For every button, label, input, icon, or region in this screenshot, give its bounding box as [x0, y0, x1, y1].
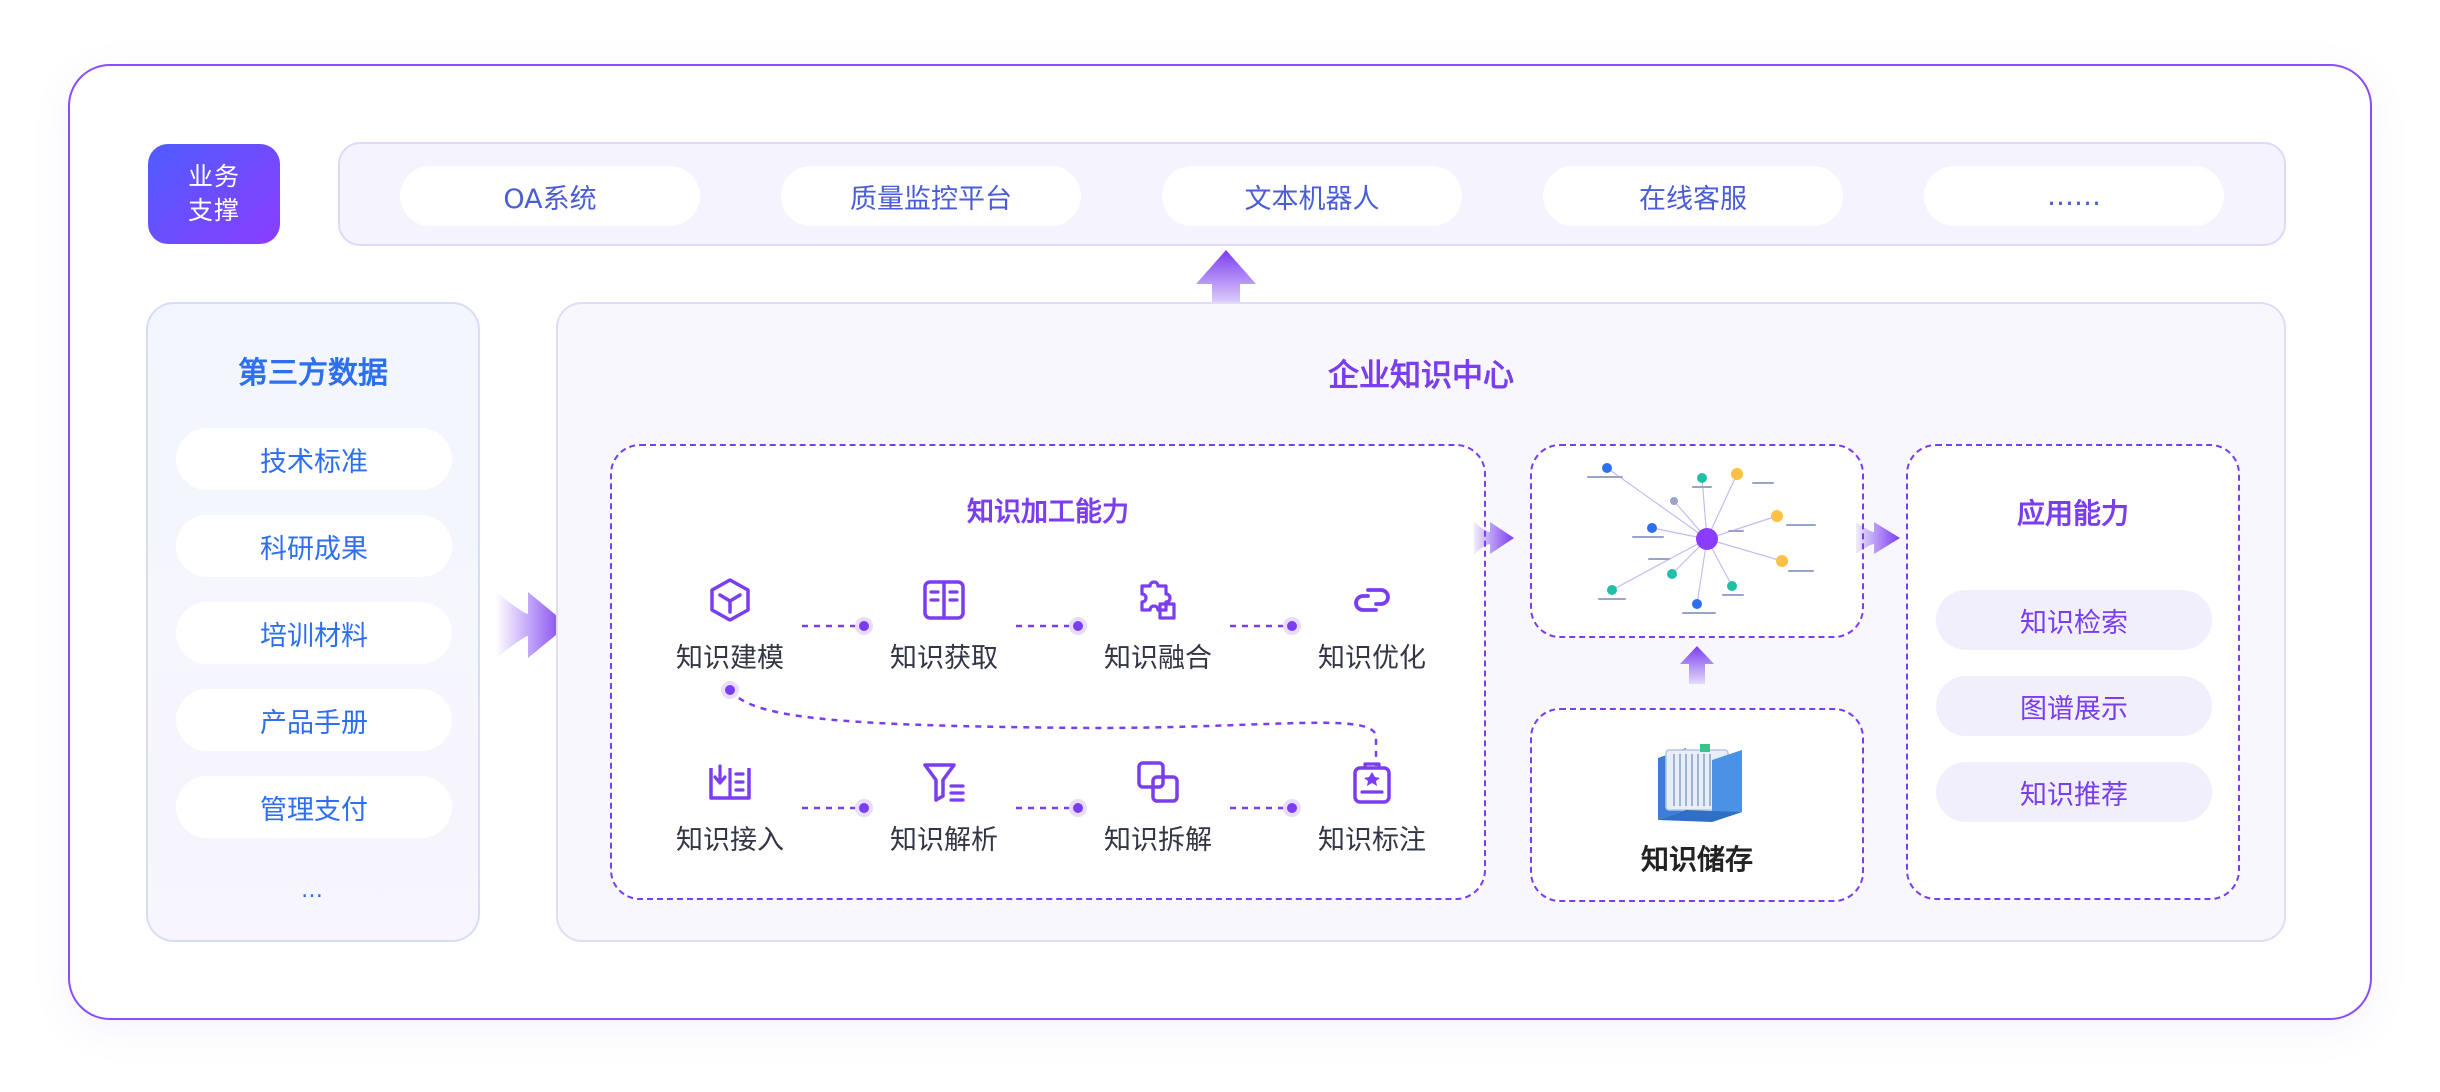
- application-capability-box: 应用能力 知识检索 图谱展示 知识推荐: [1906, 444, 2240, 900]
- step-annotation[interactable]: 知识标注: [1302, 758, 1442, 857]
- link-icon: [1354, 588, 1390, 612]
- step-fusion[interactable]: 知识融合: [1088, 576, 1228, 675]
- app-item-search[interactable]: 知识检索: [1936, 590, 2212, 650]
- split-squares-icon: [1137, 761, 1179, 803]
- process-connectors: [721, 617, 1378, 817]
- step-ingestion[interactable]: 知识接入: [660, 758, 800, 857]
- third-party-title: 第三方数据: [238, 356, 388, 391]
- processing-title: 知识加工能力: [967, 497, 1129, 528]
- business-item-online-service[interactable]: 在线客服: [1543, 166, 1843, 226]
- knowledge-processing-box: 知识加工能力 知识建模 知识获取 知识融合 知识优化: [610, 444, 1486, 900]
- import-book-icon: [709, 764, 751, 800]
- third-item-manual[interactable]: 产品手册: [176, 689, 452, 751]
- business-item-textbot[interactable]: 文本机器人: [1162, 166, 1462, 226]
- knowledge-graph-box: [1530, 444, 1864, 638]
- app-item-recommend[interactable]: 知识推荐: [1936, 762, 2212, 822]
- folder-files-icon: [1658, 744, 1742, 822]
- third-party-more: …: [301, 878, 325, 903]
- cube-icon: [710, 578, 750, 622]
- third-item-standards[interactable]: 技术标准: [176, 428, 452, 490]
- step-decomposition[interactable]: 知识拆解: [1088, 758, 1228, 857]
- business-badge-line1: 业务: [187, 162, 240, 191]
- book-grid-icon: [923, 580, 965, 620]
- third-item-research[interactable]: 科研成果: [176, 515, 452, 577]
- step-acquisition[interactable]: 知识获取: [874, 576, 1014, 675]
- knowledge-storage-box: 知识储存: [1530, 708, 1864, 902]
- application-title: 应用能力: [2016, 497, 2129, 530]
- business-item-more[interactable]: ……: [1924, 166, 2224, 226]
- knowledge-graph-icon: [1587, 463, 1816, 614]
- step-parsing[interactable]: 知识解析: [874, 758, 1014, 857]
- step-modeling[interactable]: 知识建模: [660, 576, 800, 675]
- storage-label: 知识储存: [1640, 843, 1753, 876]
- business-item-oa[interactable]: OA系统: [400, 166, 700, 226]
- right-arrow-icon: [496, 592, 568, 658]
- business-systems-bar: OA系统 质量监控平台 文本机器人 在线客服 ……: [338, 142, 2286, 246]
- clipboard-tag-icon: [1353, 762, 1391, 804]
- step-optimization[interactable]: 知识优化: [1302, 576, 1442, 675]
- up-arrow-icon: [1680, 646, 1714, 684]
- third-item-training[interactable]: 培训材料: [176, 602, 452, 664]
- knowledge-center-title: 企业知识中心: [1328, 358, 1514, 394]
- third-party-data-panel: 第三方数据 技术标准 科研成果 培训材料 产品手册 管理支付 …: [146, 302, 480, 942]
- up-arrow-icon: [1196, 250, 1256, 320]
- business-support-badge: 业务 支撑: [148, 144, 280, 244]
- third-item-management[interactable]: 管理支付: [176, 776, 452, 838]
- right-arrow-icon: [1856, 522, 1900, 554]
- filter-list-icon: [923, 763, 965, 802]
- app-item-graph-display[interactable]: 图谱展示: [1936, 676, 2212, 736]
- right-arrow-icon: [1474, 522, 1514, 554]
- business-item-quality[interactable]: 质量监控平台: [781, 166, 1081, 226]
- puzzle-icon: [1140, 580, 1176, 620]
- business-badge-line2: 支撑: [187, 196, 240, 225]
